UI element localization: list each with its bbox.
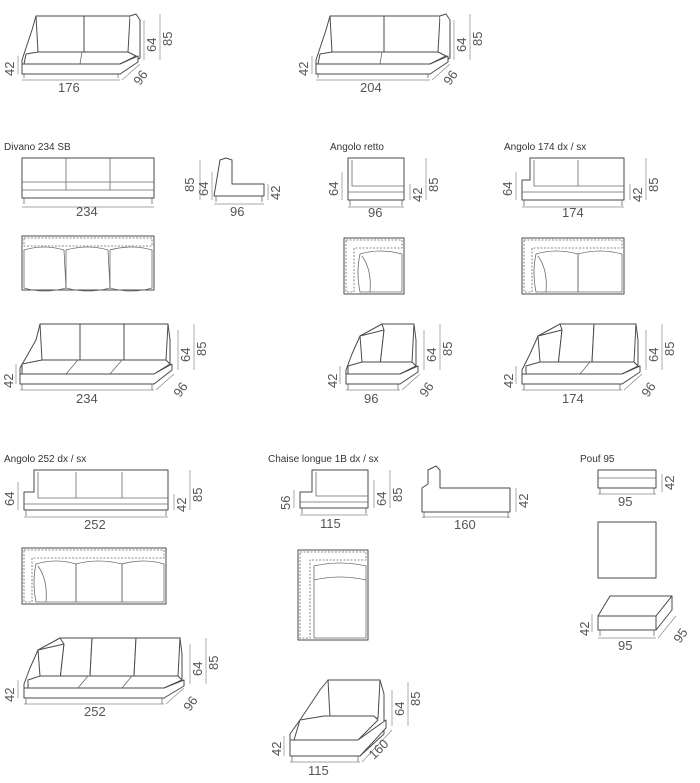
pouf-top-view (597, 521, 657, 579)
angolo-252-top-view (21, 547, 167, 605)
dim-back-height: 64 (144, 38, 159, 52)
dim-height-seat: 42 (2, 62, 17, 76)
title-divano-234: Divano 234 SB (4, 142, 71, 153)
chaise-front-view: 56 115 64 85 (278, 469, 405, 531)
dim-width: 234 (76, 204, 98, 219)
title-angolo-retto: Angolo retto (330, 142, 384, 153)
dim-back-height: 64 (454, 38, 469, 52)
dim-total-height: 85 (190, 488, 205, 502)
dim-total-height: 85 (646, 178, 661, 192)
dim-back-height: 64 (178, 348, 193, 362)
dim-width: 204 (360, 80, 382, 95)
dim-total-height: 85 (440, 342, 455, 356)
dim-height-seat: 42 (269, 742, 284, 756)
angolo-retto-front-view: 64 96 42 85 (326, 157, 441, 220)
sofa-176-dimensions: 42 176 96 64 85 (2, 14, 175, 95)
dim-height-seat: 42 (630, 188, 645, 202)
dim-back-height: 64 (374, 492, 389, 506)
sofa-176-perspective (21, 13, 141, 78)
pouf-perspective: 42 95 95 (577, 595, 691, 653)
dim-width: 234 (76, 391, 98, 406)
dim-depth: 96 (170, 379, 191, 399)
dim-height-seat: 42 (268, 186, 283, 200)
dim-total-height: 85 (426, 178, 441, 192)
dim-width: 95 (618, 638, 632, 653)
dim-total-height: 85 (662, 342, 677, 356)
dim-height: 42 (662, 476, 677, 490)
divano-234-perspective: 42 234 96 64 85 (1, 323, 209, 406)
dim-back-height: 64 (424, 348, 439, 362)
divano-234-side-view: 85 64 96 42 (182, 157, 283, 219)
dim-width: 176 (58, 80, 80, 95)
dim-depth: 96 (416, 379, 437, 399)
dim-width: 115 (308, 763, 329, 778)
dim-back-height: 64 (646, 348, 661, 362)
chaise-side-view: 160 42 (421, 465, 531, 532)
dim-height-seat: 42 (516, 494, 531, 508)
dim-width: 252 (84, 704, 106, 719)
dim-height-seat: 42 (501, 374, 516, 388)
dim-total-height: 85 (206, 656, 221, 670)
dim-height-seat: 42 (1, 374, 16, 388)
dim-depth: 96 (180, 693, 201, 713)
dim-length: 160 (454, 517, 476, 532)
divano-234-top-view (21, 235, 155, 292)
dim-arm-height: 56 (278, 496, 293, 510)
sofa-204-dimensions: 42 204 96 64 85 (296, 14, 485, 95)
dim-depth: 96 (130, 67, 151, 87)
dim-total-height: 85 (160, 32, 175, 46)
dim-width: 174 (562, 205, 584, 220)
dim-width: 96 (364, 391, 378, 406)
dim-depth: 96 (440, 67, 461, 87)
dim-depth: 96 (230, 204, 244, 219)
dim-width: 252 (84, 517, 106, 532)
sofa-204-perspective (315, 13, 451, 78)
dim-width: 115 (320, 516, 341, 531)
chaise-top-view (297, 549, 369, 641)
dim-height-seat: 42 (325, 374, 340, 388)
dim-total-height: 85 (408, 692, 423, 706)
angolo-174-perspective: 42 174 96 64 85 (501, 323, 677, 406)
title-pouf: Pouf 95 (580, 454, 615, 465)
dim-width: 96 (368, 205, 382, 220)
dim-back-height: 64 (2, 492, 17, 506)
dim-height-seat: 42 (296, 62, 311, 76)
angolo-retto-perspective: 42 96 96 64 85 (325, 323, 455, 406)
title-angolo-174: Angolo 174 dx / sx (504, 142, 586, 153)
dim-height-seat: 42 (410, 188, 425, 202)
dim-width: 95 (618, 494, 632, 509)
dim-height-seat: 42 (2, 688, 17, 702)
dim-height: 42 (577, 622, 592, 636)
dim-total-height: 85 (470, 32, 485, 46)
pouf-front-view: 95 42 (597, 469, 677, 509)
dim-width: 174 (562, 391, 584, 406)
dim-height-seat: 42 (174, 498, 189, 512)
dim-back-height: 64 (196, 182, 211, 196)
angolo-252-perspective: 42 252 96 64 85 (2, 637, 221, 719)
dim-total-height: 85 (194, 342, 209, 356)
dim-total-height: 85 (182, 178, 197, 192)
angolo-174-top-view (521, 237, 625, 295)
dim-depth: 95 (670, 625, 691, 645)
divano-234-front-view: 234 (21, 157, 155, 219)
dim-back-height: 64 (190, 662, 205, 676)
dim-depth: 96 (638, 379, 659, 399)
title-angolo-252: Angolo 252 dx / sx (4, 454, 86, 465)
angolo-252-front-view: 64 252 42 85 (2, 469, 205, 532)
dim-back-height: 64 (500, 182, 515, 196)
dim-back-height: 64 (392, 702, 407, 716)
dim-back-height: 64 (326, 182, 341, 196)
dim-total-height: 85 (390, 488, 405, 502)
angolo-retto-top-view (343, 237, 405, 295)
angolo-174-front-view: 64 174 42 85 (500, 157, 661, 220)
title-chaise-longue: Chaise longue 1B dx / sx (268, 454, 379, 465)
chaise-perspective: 42 115 160 64 85 (269, 679, 423, 778)
